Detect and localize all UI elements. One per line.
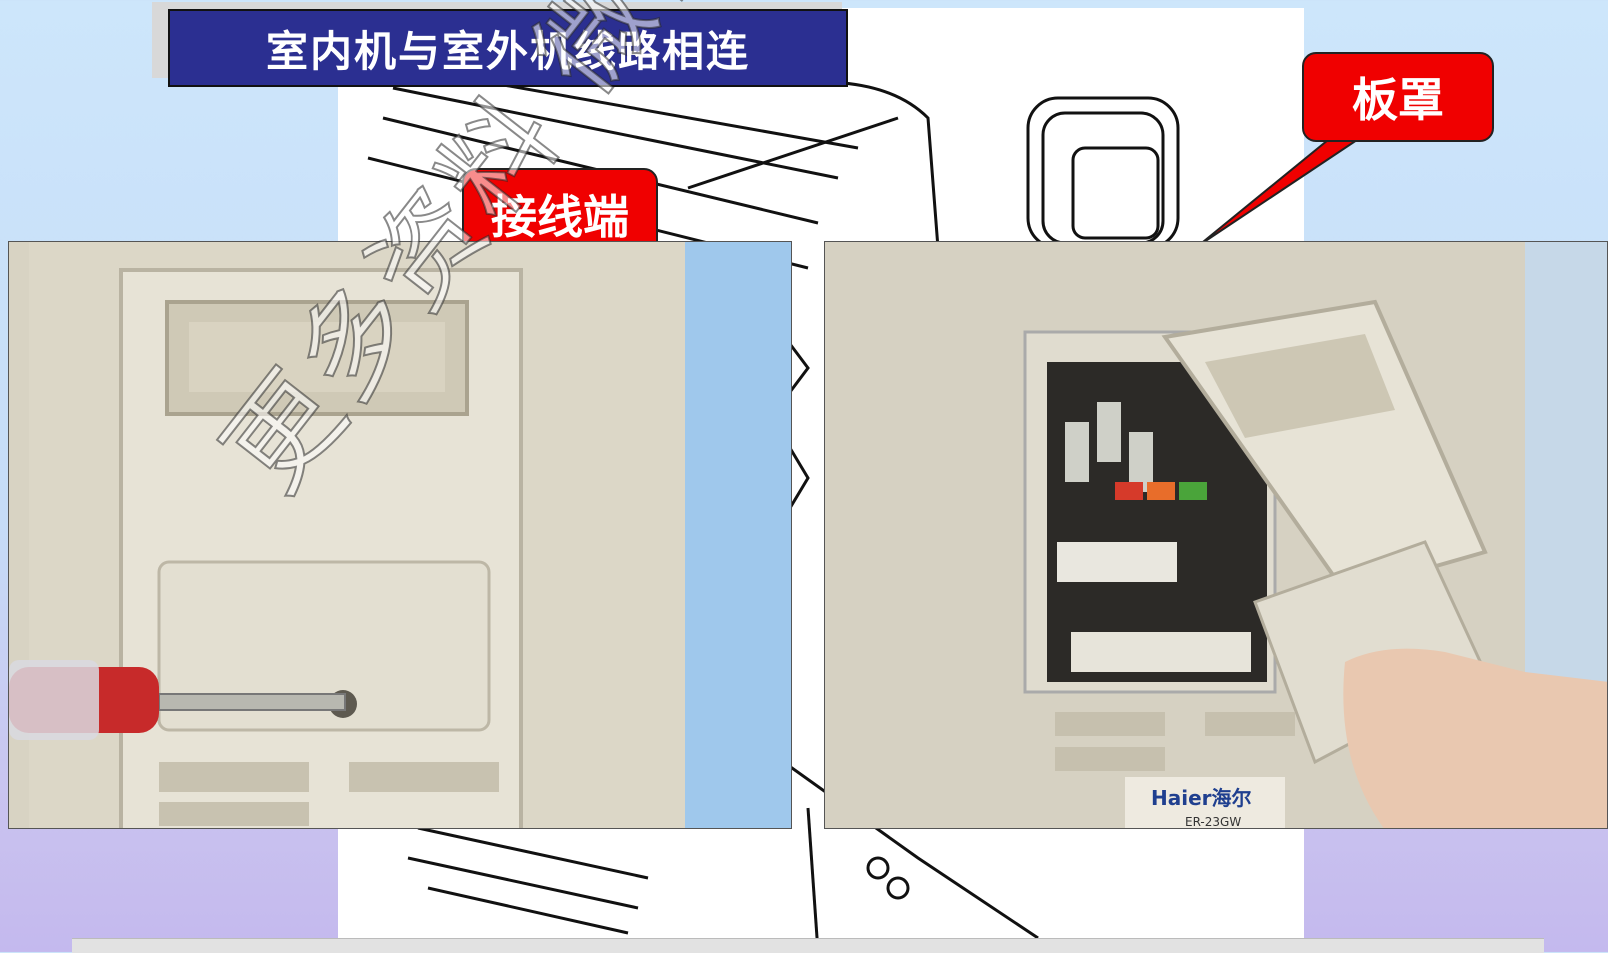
photo-terminal-block-revealed: Haier海尔 ER-23GW [824,241,1608,829]
model-label: ER-23GW [1185,815,1241,829]
photo-left-illustration [9,242,791,828]
cover-callout: 板罩 [1302,52,1494,142]
photo-screwdriver-removing-cover [8,241,792,829]
slide-title: 室内机与室外机线路相连 [168,9,848,87]
bottom-bar [72,938,1544,953]
photo-right-illustration: Haier海尔 ER-23GW [825,242,1607,829]
brand-label: Haier海尔 [1151,786,1252,810]
